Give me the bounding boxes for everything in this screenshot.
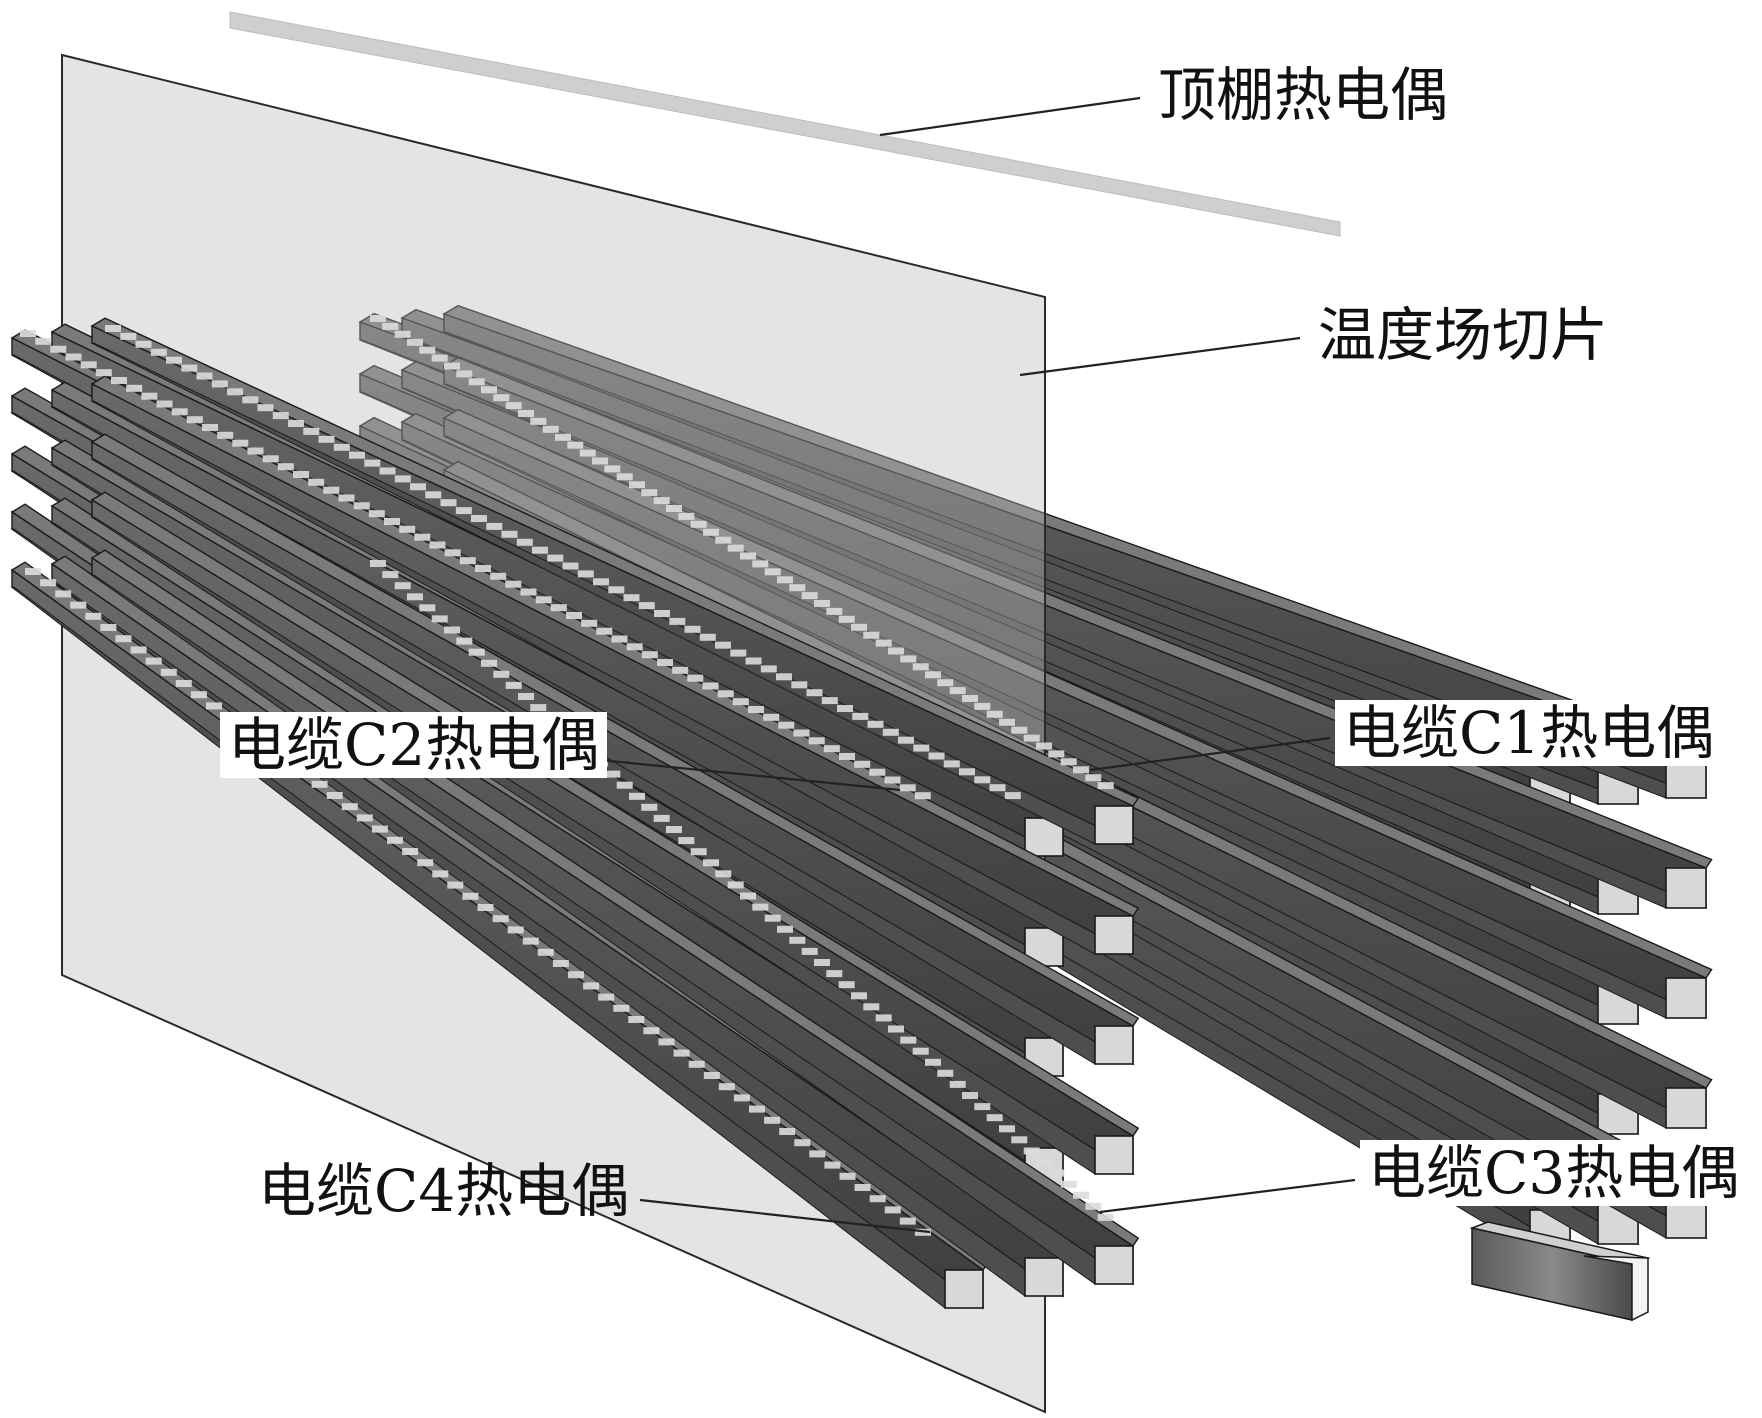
label-cable-c2-thermocouple: 电缆C2热电偶 [220,712,608,778]
label-temperature-slice: 温度场切片 [1318,301,1609,369]
label-cable-c3-thermocouple: 电缆C3热电偶 [1360,1140,1748,1206]
leader-c4 [639,1198,931,1234]
tc-c1 [370,315,1114,790]
back-cable-r3-c3 [442,408,1713,1020]
front-cable-r2-c3 [90,375,1140,956]
leader-ceiling [879,96,1141,137]
label-cable-c4-thermocouple: 电缆C4热电偶 [258,1157,630,1225]
back-cable-r1-c3 [442,304,1713,800]
fire-source-block-icon [1469,1221,1651,1322]
ceiling-thermocouple [229,11,1341,237]
leader-slice [1019,336,1301,377]
leader-c3 [1099,1178,1356,1214]
label-ceiling-thermocouple: 顶棚热电偶 [1158,61,1449,129]
leader-c2 [599,758,901,792]
tc-c2 [20,330,931,800]
tc-c3 [370,560,1114,1221]
tc-c2b [105,325,1021,800]
label-cable-c1-thermocouple: 电缆C1热电偶 [1335,700,1723,766]
leader-lines [599,96,1356,1234]
leader-c1 [1089,736,1331,772]
